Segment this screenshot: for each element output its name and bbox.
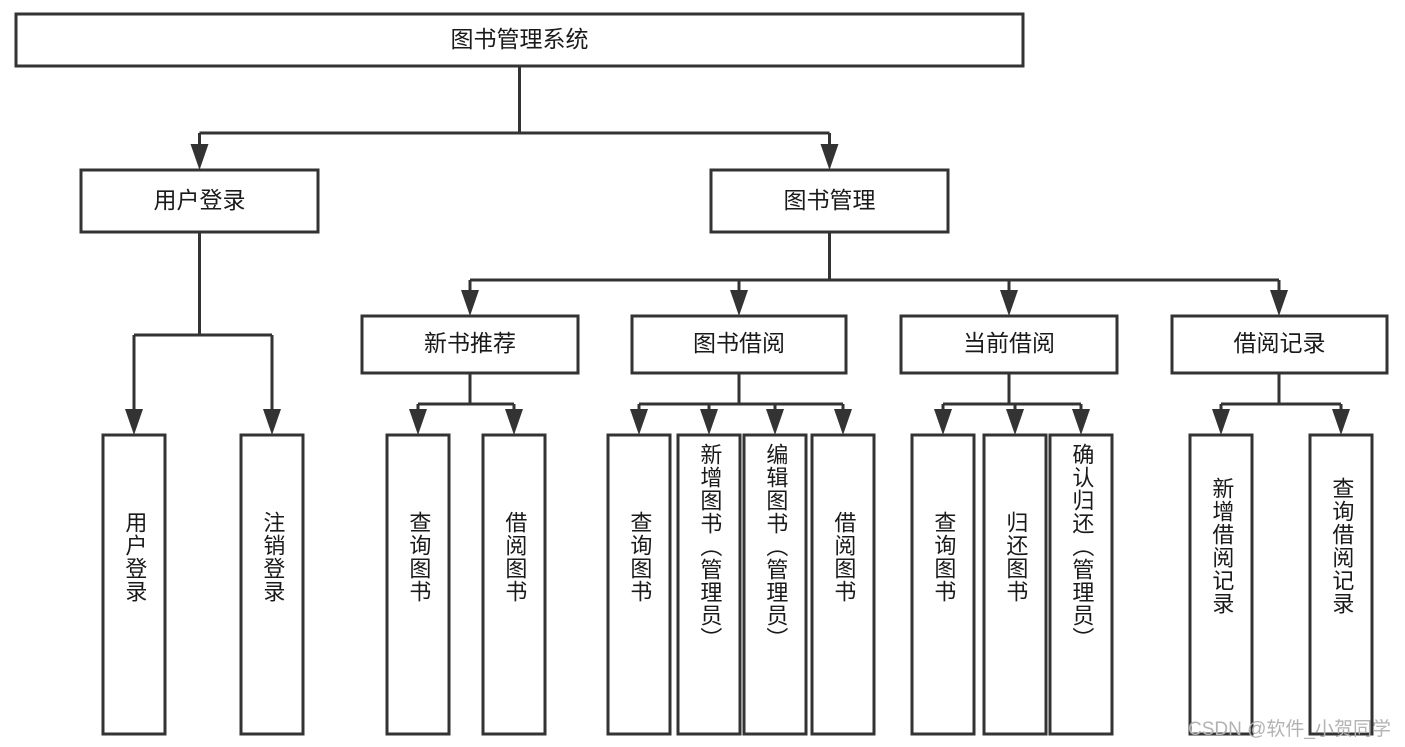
leaf-box[interactable] [742, 433, 808, 736]
leaf-box[interactable] [1188, 433, 1254, 736]
connector-book-borrow-to-leaves [630, 373, 852, 435]
node-root-label: 图书管理系统 [451, 26, 589, 52]
node-book-borrow[interactable]: 图书借阅 [630, 314, 848, 375]
node-new-book-recommend-label: 新书推荐 [424, 330, 516, 356]
node-current-borrow[interactable]: 当前借阅 [899, 314, 1119, 375]
node-user-login[interactable]: 用户登录 [79, 168, 320, 234]
connector-user-login-to-leaves [125, 232, 281, 435]
csdn-watermark: CSDN @软件_小贺同学 [1188, 719, 1391, 740]
leaf-box[interactable] [810, 433, 876, 736]
node-borrow-record-label: 借阅记录 [1234, 330, 1326, 356]
connector-book-mgmt-to-level3 [461, 232, 1288, 316]
node-book-management-label: 图书管理 [784, 187, 876, 213]
node-user-login-label: 用户登录 [154, 187, 246, 213]
connector-new-book-to-leaves [409, 373, 523, 435]
leaf-box[interactable] [982, 433, 1048, 736]
leaf-box[interactable] [481, 433, 547, 736]
node-current-borrow-label: 当前借阅 [963, 330, 1055, 356]
leaf-box[interactable] [239, 433, 305, 736]
leaf-box[interactable] [606, 433, 672, 736]
leaf-box[interactable] [1048, 433, 1114, 736]
leaf-box[interactable] [1308, 433, 1374, 736]
leaf-box[interactable] [385, 433, 451, 736]
leaf-box[interactable] [676, 433, 742, 736]
node-book-borrow-label: 图书借阅 [693, 330, 785, 356]
node-root-system[interactable]: 图书管理系统 [14, 12, 1025, 68]
node-book-management[interactable]: 图书管理 [709, 168, 950, 234]
leaf-box[interactable] [101, 433, 167, 736]
connector-current-borrow-to-leaves [934, 373, 1090, 435]
connector-root-to-level2 [190, 66, 839, 170]
leaf-box[interactable] [910, 433, 976, 736]
leaf-box-group [101, 433, 1374, 736]
node-borrow-record[interactable]: 借阅记录 [1170, 314, 1389, 375]
connector-borrow-record-to-leaves [1212, 373, 1350, 435]
node-new-book-recommend[interactable]: 新书推荐 [360, 314, 580, 375]
